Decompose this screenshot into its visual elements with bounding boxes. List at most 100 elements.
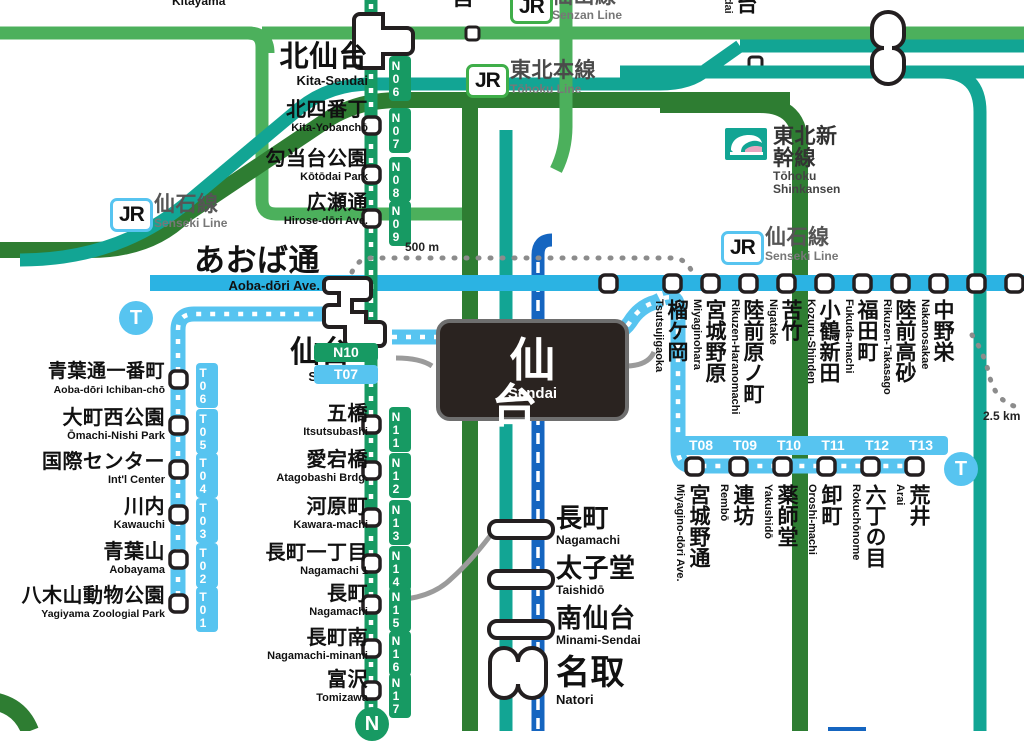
jr-logo-tohoku: JR [466,64,509,98]
station-tozai-t09-name[interactable]: 連坊 [731,484,754,526]
station-namboku-n15[interactable]: 長町 Nagamachi [309,583,368,618]
station-senseki-tsutsujigaoka[interactable]: 榴ケ岡 [665,299,688,362]
tozai-line-west-dots [175,311,340,610]
shinkansen-line-sw [19,40,744,267]
jr-logo-senzan: JR [510,0,553,24]
station-senseki-nigatake[interactable]: 苦竹 [779,299,802,341]
scale-500m-line [349,255,695,275]
station-code-n11[interactable]: N11 [389,407,411,452]
station-tozai-t11-name[interactable]: 卸町 [819,484,842,526]
station-code-t12[interactable]: T12 [850,436,904,455]
station-senseki-miyaginohara[interactable]: 宮城野原 [703,299,726,383]
station-jr-natori[interactable]: 名取 Natori [556,654,625,707]
station-aoba-dori[interactable]: あおば通 Aoba-dōri Ave. [194,243,320,293]
senzan-station-dot [464,25,481,42]
station-code-n08[interactable]: N08 [389,157,411,202]
station-code-t11[interactable]: T11 [806,436,860,455]
station-code-t13[interactable]: T13 [894,436,948,455]
station-tozai-t12-name[interactable]: 六丁の目 [863,484,886,568]
station-code-n13[interactable]: N13 [389,500,411,545]
station-code-n10[interactable]: N10 [314,343,378,362]
station-senseki-rikuzen-haranomachi[interactable]: 陸前原ノ町 [741,299,764,404]
sendai-plate-romaji: Sendai [507,385,558,402]
station-tozai-t08-name[interactable]: 宮城野通 [687,484,710,568]
tozai-terminal-marker-east[interactable]: T [944,452,978,486]
station-tozai-t10-name[interactable]: 薬師堂 [775,484,798,547]
tozai-east-station-markers [684,456,925,477]
station-code-t09[interactable]: T09 [718,436,772,455]
sendai-station-hub-plate[interactable]: 仙 台 Sendai [436,319,629,429]
station-namboku-n14[interactable]: 長町一丁目 Nagamachi 1 [265,542,369,577]
station-code-t04[interactable]: T04 [196,453,218,498]
station-namboku-n17[interactable]: 富沢 Tomizawa [316,669,368,704]
legend-swatch-blue [828,727,866,731]
station-namboku-n12[interactable]: 愛宕橋 Atagobashi Brdg. [276,449,368,484]
station-code-t02[interactable]: T02 [196,543,218,588]
station-namboku-n11[interactable]: 五橋 Itsutsubashi [303,403,368,438]
tozai-west-station-markers [168,369,189,614]
line-legend-senseki-east: 仙石線 Senseki Line [765,226,839,264]
station-code-n14[interactable]: N14 [389,546,411,591]
station-namboku-n08[interactable]: 勾当台公園 Kōtōdai Park [265,148,369,183]
station-tozai-t13-name[interactable]: 荒井 [907,484,930,526]
jr-logo-senseki-west: JR [110,198,153,232]
namboku-station-markers [361,115,382,701]
station-senseki-rikuzen-haranomachi-romaji: Rikuzen-Haranomachi [729,299,741,415]
station-namboku-n07[interactable]: 北四番丁 Kita-Yobanchō [286,99,368,134]
station-code-n16[interactable]: N16 [389,631,411,676]
partial-label-higashi-sendai-romaji: -Sendai [722,0,734,14]
station-code-t05[interactable]: T05 [196,409,218,454]
sendai-plate-kanji: 仙 台 [491,334,592,432]
station-jr-minami-sendai[interactable]: 南仙台 Minami-Sendai [556,603,641,647]
station-code-t06[interactable]: T06 [196,363,218,408]
station-code-t07[interactable]: T07 [314,365,378,384]
natori-interchange-marker [488,645,548,701]
namboku-terminal-marker-south[interactable]: N [355,707,389,741]
station-namboku-n09[interactable]: 広瀬通 Hirose-dōri Ave. [283,192,368,227]
station-tozai-t03[interactable]: 川内 Kawauchi [113,496,165,531]
station-code-t03[interactable]: T03 [196,498,218,543]
station-code-n12[interactable]: N12 [389,453,411,498]
tozai-terminal-marker-west[interactable]: T [119,301,153,335]
station-tozai-t12-romaji: Rokuchōnome [850,484,862,561]
station-tozai-t06[interactable]: 青葉通一番町 Aoba-dōri Ichiban-chō [47,361,165,397]
station-code-n06[interactable]: N06 [389,56,411,101]
connector-sendai-east [624,350,657,369]
station-tozai-t01[interactable]: 八木山動物公園 Yagiyama Zoologial Park [21,585,166,620]
line-legend-senseki-west: 仙石線 Senseki Line [154,193,228,231]
shinkansen-logo-icon [725,128,767,160]
station-namboku-n13[interactable]: 河原町 Kawara-machi [293,496,368,531]
shinkansen-line-south [939,65,987,731]
station-tozai-t05[interactable]: 大町西公園 Ōmachi-Nishi Park [62,407,166,442]
station-senseki-rikuzen-takasago-romaji: Rikuzen-Takasago [881,299,893,395]
station-code-n07[interactable]: N07 [389,108,411,153]
station-tozai-t08-romaji: Miyagino-dōri Ave. [674,484,686,582]
scale-25km-line [969,332,1017,409]
station-tozai-t11-romaji: Oroshi-machi [806,484,818,555]
station-senseki-fukuda-machi[interactable]: 福田町 [855,299,878,362]
bottom-left-green-arc [0,693,39,731]
station-jr-taishido[interactable]: 太子堂 Taishidō [556,553,636,597]
station-senseki-tsutsujigaoka-romaji: Tsutsujigaoka [653,299,665,373]
jr-south-station-markers [487,519,555,640]
station-tozai-t02[interactable]: 青葉山 Aobayama [103,541,166,576]
station-senseki-nakanosakae[interactable]: 中野栄 [931,299,954,362]
senseki-station-markers [598,273,1024,294]
station-code-n15[interactable]: N15 [389,587,411,632]
station-namboku-n16[interactable]: 長町南 Nagamachi-minami [267,627,368,662]
station-tozai-t09-romaji: Rembō [718,484,730,522]
station-code-n17[interactable]: N17 [389,673,411,718]
station-code-n09[interactable]: N09 [389,201,411,246]
line-legend-senzan: 仙山線 Senzan Line [552,0,623,22]
station-tozai-t04[interactable]: 国際センター Int'l Center [42,451,165,486]
station-code-t08[interactable]: T08 [674,436,728,455]
station-code-t10[interactable]: T10 [762,436,816,455]
jr-logo-senseki-east: JR [721,231,764,265]
station-senseki-rikuzen-takasago[interactable]: 陸前高砂 [893,299,916,383]
station-jr-nagamachi[interactable]: 長町 Nagamachi [556,503,621,547]
station-namboku-n06[interactable]: 北仙台 Kita-Sendai [279,41,368,88]
station-code-t01[interactable]: T01 [196,587,218,632]
jr-senzan-branch-down [550,0,573,173]
station-tozai-t13-romaji: Arai [894,484,906,506]
station-senseki-kozuru-shinden[interactable]: 小鶴新田 [817,299,840,383]
